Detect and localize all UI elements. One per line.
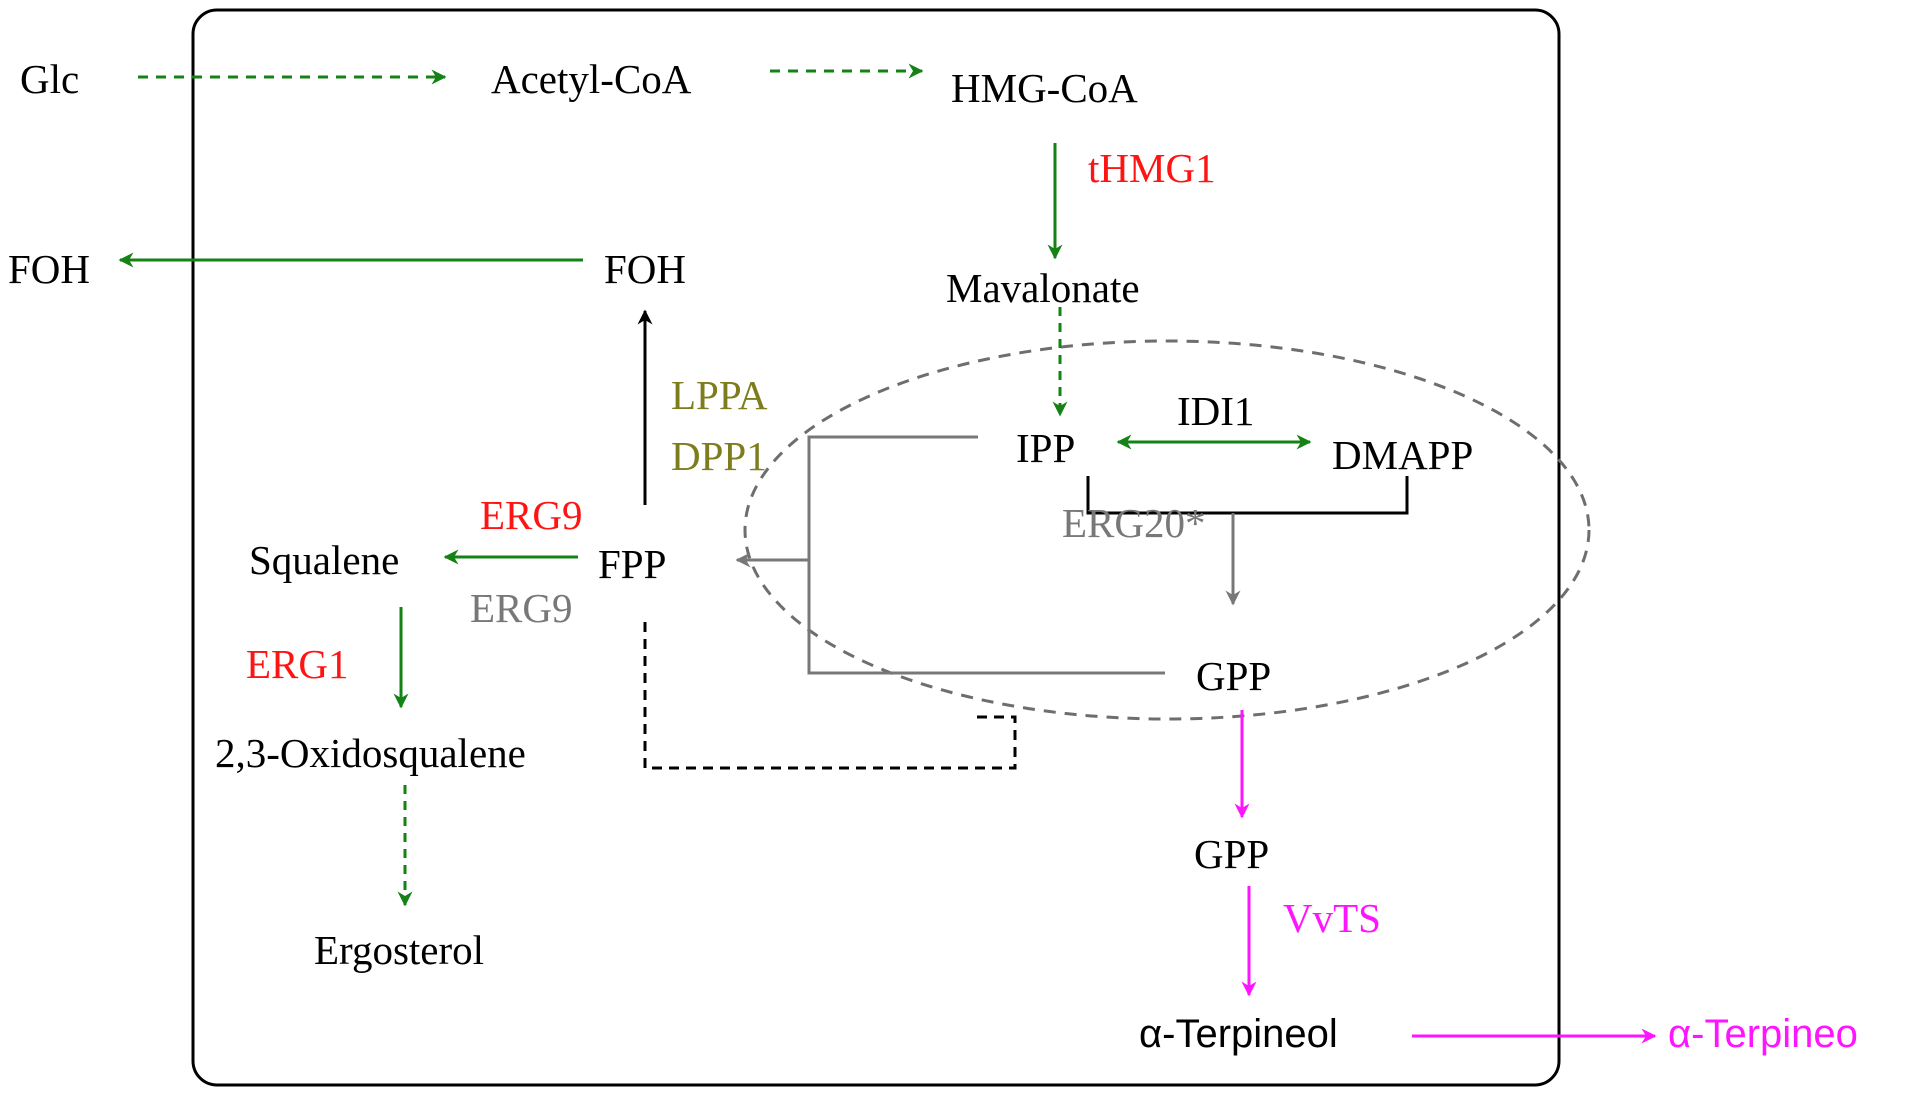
label-ergosterol: Ergosterol: [314, 927, 484, 973]
label-ipp: IPP: [1016, 425, 1075, 471]
label-terpineol-inside: α-Terpineol: [1139, 1012, 1338, 1056]
label-gpp-cell: GPP: [1196, 653, 1271, 699]
label-gpp-lower: GPP: [1194, 831, 1269, 877]
label-mavalonate: Mavalonate: [946, 265, 1140, 311]
label-acetyl-coa: Acetyl-CoA: [491, 56, 692, 102]
label-oxidosqualene: 2,3-Oxidosqualene: [215, 730, 526, 776]
label-enzyme-erg9-gray: ERG9: [470, 585, 573, 631]
label-foh-inside: FOH: [604, 246, 686, 292]
bracket-ipp-dmapp: [1086, 476, 1409, 515]
compartment-ellipse: [743, 339, 1591, 721]
cell-boundary: [191, 8, 1561, 1087]
label-enzyme-idi1: IDI1: [1177, 388, 1254, 434]
label-enzyme-erg9-red: ERG9: [480, 492, 583, 538]
label-enzyme-lppa: LPPA: [671, 372, 768, 418]
label-enzyme-vvts: VvTS: [1283, 895, 1381, 941]
label-squalene: Squalene: [249, 537, 399, 583]
feedback-dashed-path: [643, 622, 1017, 770]
branch-to-fpp: [807, 435, 1165, 675]
label-glc: Glc: [20, 56, 79, 102]
label-enzyme-erg1: ERG1: [246, 641, 349, 687]
label-dmapp: DMAPP: [1332, 432, 1473, 478]
label-terpineol-outside: α-Terpineo: [1668, 1012, 1858, 1056]
label-enzyme-erg20: ERG20*: [1062, 500, 1206, 546]
label-enzyme-dpp1: DPP1: [671, 433, 767, 479]
label-hmg-coa: HMG-CoA: [951, 65, 1138, 111]
label-foh-outside: FOH: [8, 246, 90, 292]
label-enzyme-thmg1: tHMG1: [1088, 145, 1216, 191]
label-fpp: FPP: [598, 541, 666, 587]
